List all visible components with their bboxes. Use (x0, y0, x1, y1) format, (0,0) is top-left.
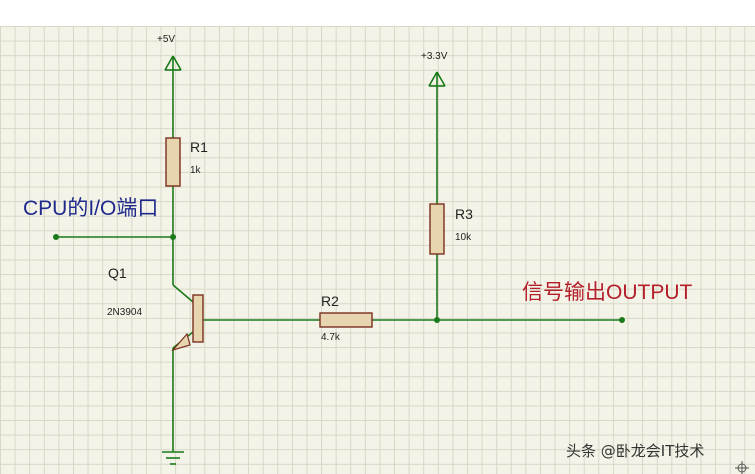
vcc5-label: +5V (157, 34, 175, 45)
r3-value: 10k (455, 232, 472, 243)
vcc33-label: +3.3V (421, 51, 448, 62)
vcc5-power-icon (164, 55, 182, 75)
junction-r3-output (434, 317, 440, 323)
vcc33-power-icon (428, 71, 446, 90)
r3-name: R3 (455, 206, 473, 222)
transistor-q1-icon (171, 294, 204, 352)
emitter-arrow-icon (171, 332, 191, 352)
junction-input-collector (170, 234, 176, 240)
output-terminal (619, 317, 625, 323)
transistor-base-bar (192, 294, 204, 343)
input-label: CPU的I/O端口 (23, 197, 158, 220)
watermark-text: 头条 @卧龙会IT技术 (566, 442, 704, 460)
resistor-r1 (165, 137, 181, 187)
resistor-r3 (429, 203, 445, 255)
q1-part: 2N3904 (107, 307, 142, 318)
wire-collector-lead (172, 284, 194, 303)
r2-name: R2 (321, 293, 339, 309)
input-terminal (53, 234, 59, 240)
r2-value: 4.7k (321, 332, 341, 343)
r1-value: 1k (190, 165, 202, 176)
ground-icon (162, 451, 184, 465)
resistor-r2 (319, 312, 373, 328)
output-label: 信号输出OUTPUT (522, 281, 692, 304)
grid-background (0, 26, 755, 474)
q1-name: Q1 (108, 265, 127, 281)
r1-name: R1 (190, 139, 208, 155)
crosshair-icon (735, 461, 749, 474)
